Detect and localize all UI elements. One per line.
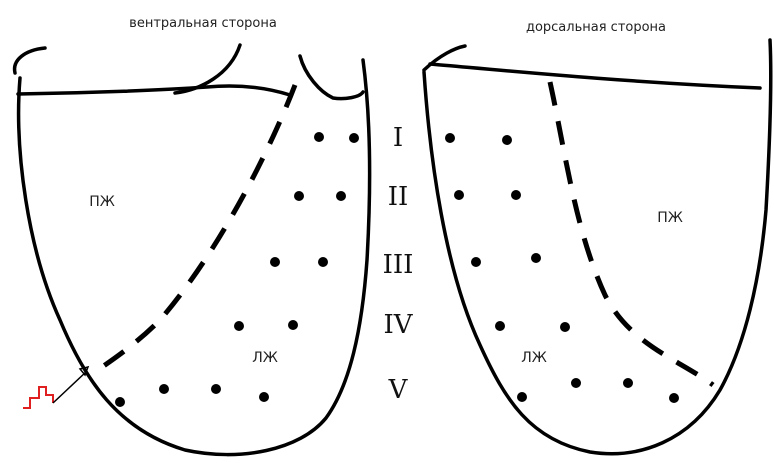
ventral-heart: [15, 45, 370, 455]
level-label-II: II: [388, 182, 409, 212]
ventral-recording-points: [115, 132, 359, 407]
dorsal-point-I-2: [502, 135, 512, 145]
electrode-arrow-shaft: [53, 371, 87, 403]
dorsal-point-III-1: [471, 257, 481, 267]
ventral-point-V-1: [115, 397, 125, 407]
ventral-left-flap: [15, 48, 45, 73]
dorsal-recording-points: [445, 133, 679, 403]
ventral-rv-label: ПЖ: [89, 194, 115, 210]
dorsal-view-title: дорсальная сторона: [526, 20, 666, 35]
dorsal-point-IV-1: [495, 321, 505, 331]
ventral-heart-contour: [19, 60, 370, 455]
ventral-point-III-2: [318, 257, 328, 267]
dorsal-heart-contour: [424, 40, 771, 454]
ventral-right-inner-notch: [300, 56, 363, 99]
dorsal-base-line: [430, 64, 760, 88]
ventral-point-V-3: [211, 384, 221, 394]
dorsal-point-IV-2: [560, 322, 570, 332]
ventral-point-V-2: [159, 384, 169, 394]
level-labels: I II III IV V: [383, 123, 414, 405]
ventral-point-II-1: [294, 191, 304, 201]
ventral-point-I-2: [349, 133, 359, 143]
level-label-IV: IV: [383, 310, 413, 340]
stimulating-electrode-icon: [23, 367, 88, 408]
dorsal-point-V-4: [669, 393, 679, 403]
ventral-point-III-1: [270, 257, 280, 267]
dorsal-point-II-2: [511, 190, 521, 200]
ventral-point-I-1: [314, 132, 324, 142]
dorsal-point-V-2: [571, 378, 581, 388]
ventral-interventricular-dashed-line: [95, 85, 295, 372]
dorsal-lv-label: ЛЖ: [521, 350, 547, 366]
ventral-base-line: [18, 86, 290, 95]
dorsal-point-V-3: [623, 378, 633, 388]
ventral-lv-label: ЛЖ: [252, 350, 278, 366]
dorsal-rv-label: ПЖ: [657, 210, 683, 226]
dorsal-heart: [424, 40, 771, 454]
level-label-I: I: [393, 123, 403, 153]
ventral-view-title: вентральная сторона: [129, 16, 277, 31]
dorsal-point-III-2: [531, 253, 541, 263]
dorsal-point-I-1: [445, 133, 455, 143]
level-label-V: V: [388, 375, 409, 405]
dorsal-point-II-1: [454, 190, 464, 200]
electrode-signal-trace: [23, 387, 53, 408]
dorsal-point-V-1: [517, 392, 527, 402]
ventral-point-II-2: [336, 191, 346, 201]
ventral-point-IV-1: [234, 321, 244, 331]
dorsal-interventricular-dashed-line: [550, 82, 713, 385]
level-label-III: III: [383, 250, 414, 280]
ventral-point-IV-2: [288, 320, 298, 330]
ventral-point-V-4: [259, 392, 269, 402]
